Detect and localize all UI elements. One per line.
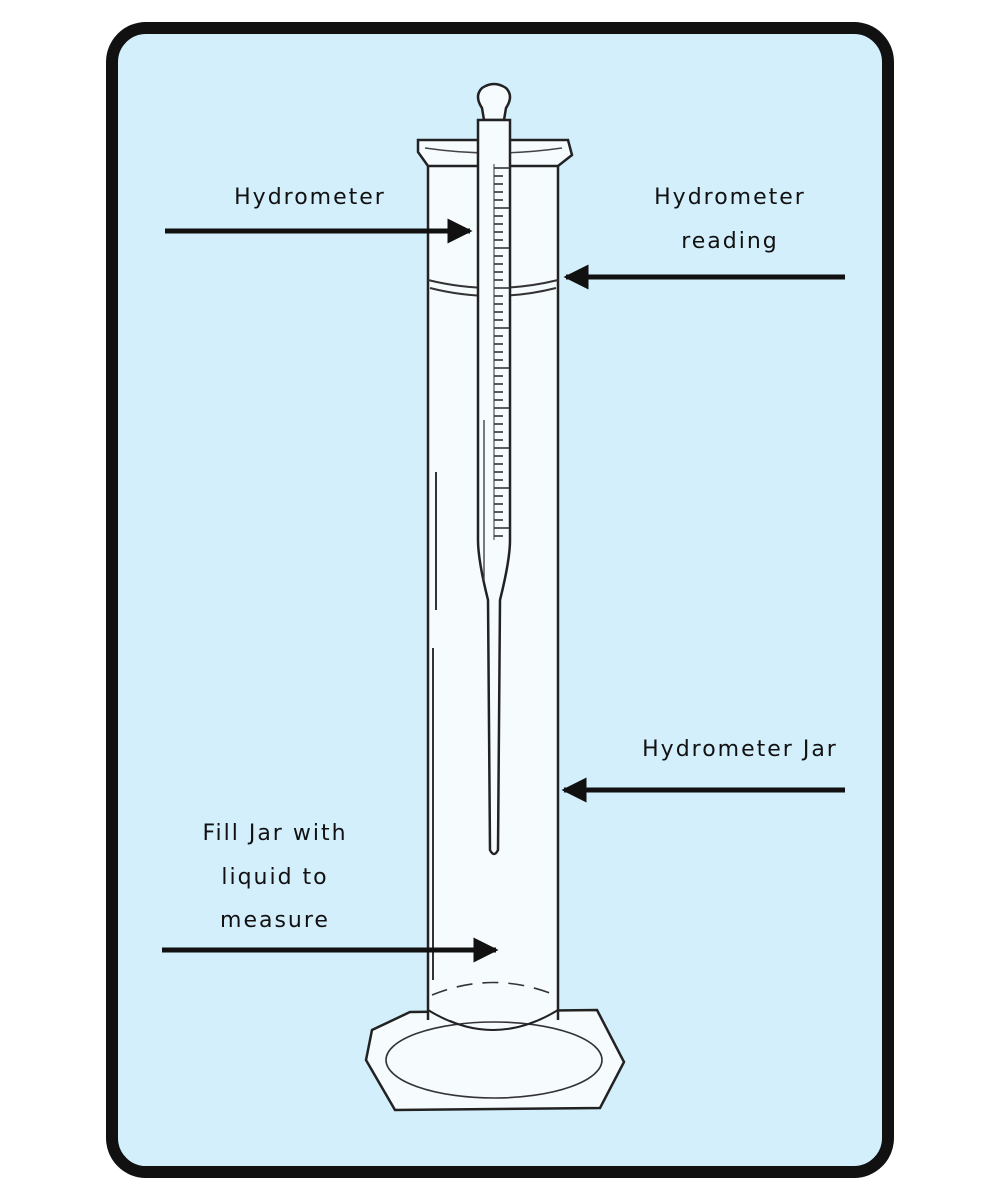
hydrometer-jar-label: Hydrometer Jar	[642, 737, 838, 762]
fill-jar-label-line1: Fill Jar with	[202, 821, 348, 846]
fill-jar-label-line3: measure	[220, 908, 330, 933]
hydrometer	[476, 82, 512, 856]
fill-jar-label-line2: liquid to	[221, 865, 329, 890]
hydrometer-reading-label-line1: Hydrometer	[654, 185, 806, 210]
hydrometer-reading-label-line2: reading	[681, 229, 779, 254]
jar-base	[364, 1008, 626, 1112]
hydrometer-label: Hydrometer	[234, 185, 386, 210]
hydrometer-scale	[494, 167, 510, 537]
